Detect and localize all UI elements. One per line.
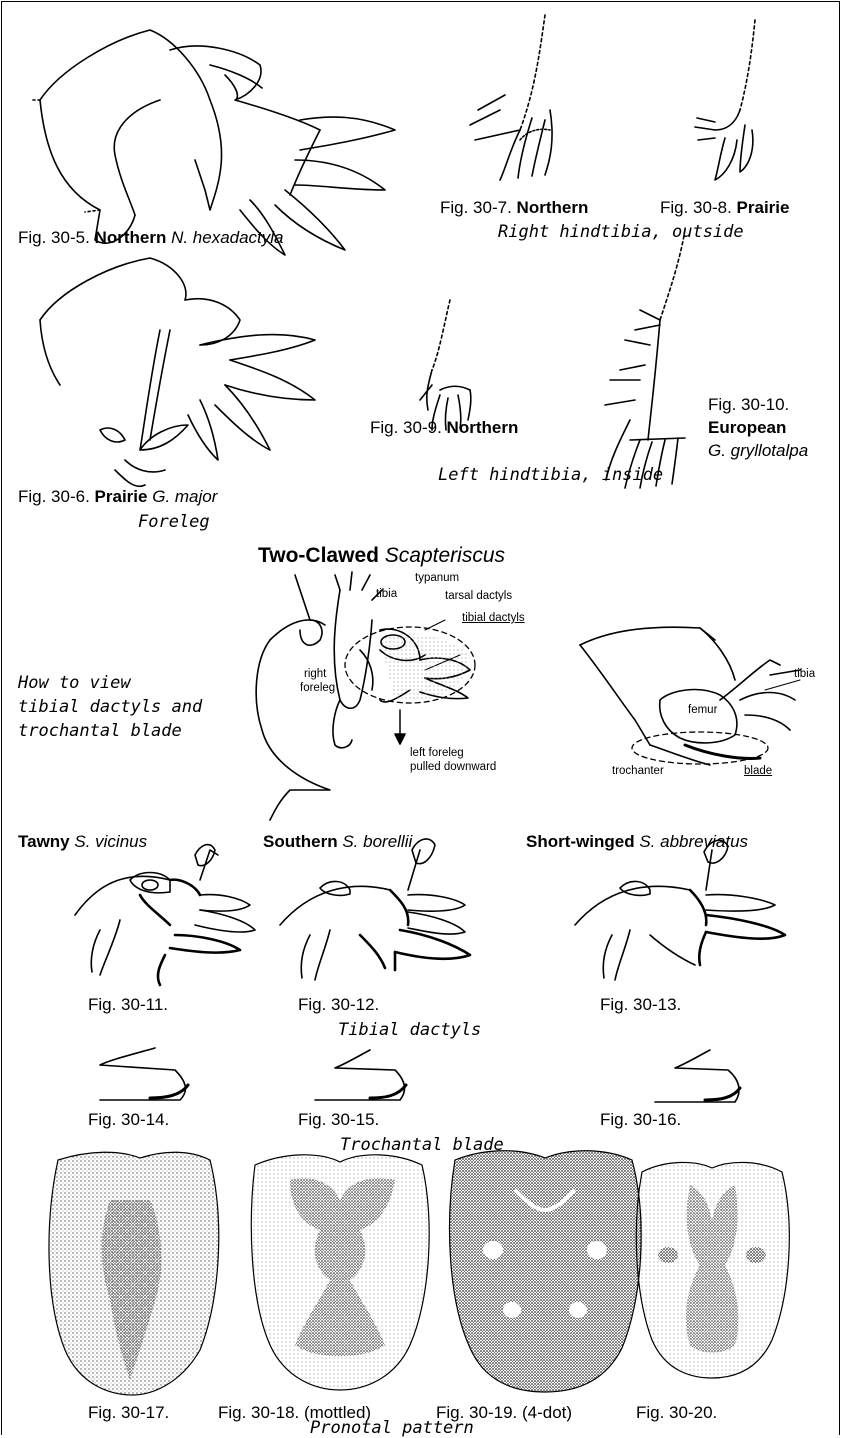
fig-30-7-caption: Fig. 30-7. Northern: [440, 198, 588, 218]
fig-30-13-drawing: [575, 840, 785, 980]
label-left-foreleg-1: left foreleg: [410, 747, 464, 760]
fig-30-12-number: Fig. 30-12.: [298, 995, 379, 1015]
species-common-name: Short-winged: [526, 832, 635, 851]
label-trochanter: trochanter: [612, 765, 664, 778]
fig-30-9-drawing: [420, 300, 471, 430]
fig-30-6-drawing: [40, 258, 315, 486]
heading-genus: Scapteriscus: [385, 544, 505, 567]
label-right-foreleg-2: foreleg: [300, 682, 335, 695]
fig-30-19-drawing: [450, 1151, 642, 1392]
fig-30-10-number: Fig. 30-10.: [708, 395, 789, 415]
fig-30-5-drawing: [30, 30, 395, 255]
how-to-view-line-2: tibial dactyls and: [18, 697, 202, 717]
fig-30-16-number: Fig. 30-16.: [600, 1110, 681, 1130]
label-blade: blade: [744, 765, 772, 778]
how-to-view-line-1: How to view: [18, 673, 131, 693]
fig-30-6-group-caption: Foreleg: [138, 512, 210, 532]
fig-30-6-caption: Fig. 30-6. Prairie G. major: [18, 487, 217, 507]
label-femur: femur: [688, 704, 717, 717]
species-scientific-name: N. hexadactyla: [171, 228, 283, 247]
how-to-view-right-drawing: [580, 627, 800, 765]
fig-30-8-caption: Fig. 30-8. Prairie: [660, 198, 789, 218]
fig-30-7-8-group-caption: Right hindtibia, outside: [498, 222, 744, 242]
fig-number: Fig. 30-8.: [660, 198, 732, 217]
fig-30-20-drawing: [636, 1162, 789, 1378]
species-southern: Southern S. borellii: [263, 832, 412, 852]
label-typanum: typanum: [415, 572, 459, 585]
fig-30-12-drawing: [280, 839, 470, 980]
label-tibial-dactyls: tibial dactyls: [462, 612, 525, 625]
fig-30-11-number: Fig. 30-11.: [88, 995, 168, 1015]
species-common-name: Northern: [517, 198, 589, 217]
label-tibia-right: tibia: [794, 668, 815, 681]
pronotal-pattern-caption: Pronotal pattern: [310, 1420, 474, 1436]
heading-bold: Two-Clawed: [258, 544, 379, 567]
fig-30-15-drawing: [315, 1050, 406, 1100]
fig-30-10-common-name: European: [708, 418, 786, 438]
species-common-name: Prairie: [737, 198, 790, 217]
fig-30-8-drawing: [695, 20, 755, 180]
fig-number: Fig. 30-7.: [440, 198, 512, 217]
fig-30-14-number: Fig. 30-14.: [88, 1110, 169, 1130]
species-scientific-name: S. borellii: [342, 832, 412, 851]
fig-30-10-drawing: [605, 230, 685, 488]
species-common-name: Northern: [95, 228, 167, 247]
species-common-name: Prairie: [95, 487, 148, 506]
section-heading: Two-Clawed Scapteriscus: [258, 546, 505, 566]
label-tibia: tibia: [376, 588, 397, 601]
fig-30-9-caption: Fig. 30-9. Northern: [370, 418, 518, 438]
label-tarsal-dactyls: tarsal dactyls: [445, 590, 512, 603]
fig-30-14-drawing: [100, 1048, 188, 1100]
species-scientific-name: G. major: [152, 487, 217, 506]
fig-number: Fig. 30-6.: [18, 487, 90, 506]
species-common-name: Northern: [447, 418, 519, 437]
species-scientific-name: S. vicinus: [74, 832, 147, 851]
fig-30-7-drawing: [470, 15, 552, 180]
trochantal-blade-caption: Trochantal blade: [340, 1135, 504, 1155]
how-to-view-line-3: trochantal blade: [18, 721, 182, 741]
fig-30-20-number: Fig. 30-20.: [636, 1403, 717, 1423]
fig-30-15-number: Fig. 30-15.: [298, 1110, 379, 1130]
species-tawny: Tawny S. vicinus: [18, 832, 147, 852]
fig-30-16-drawing: [655, 1050, 740, 1102]
species-common-name: Southern: [263, 832, 338, 851]
fig-30-17-drawing: [49, 1152, 219, 1395]
fig-number: Fig. 30-5.: [18, 228, 90, 247]
fig-30-13-number: Fig. 30-13.: [600, 995, 681, 1015]
fig-number: Fig. 30-9.: [370, 418, 442, 437]
fig-30-10-scientific-name: G. gryllotalpa: [708, 441, 808, 461]
label-right-foreleg-1: right: [304, 668, 326, 681]
tibial-dactyls-caption: Tibial dactyls: [338, 1020, 481, 1040]
fig-30-18-drawing: [251, 1155, 429, 1390]
fig-30-17-number: Fig. 30-17.: [88, 1403, 169, 1423]
species-scientific-name: S. abbreviatus: [639, 832, 748, 851]
species-short-winged: Short-winged S. abbreviatus: [526, 832, 748, 852]
fig-30-11-drawing: [75, 845, 255, 985]
fig-30-5-caption: Fig. 30-5. Northern N. hexadactyla: [18, 228, 284, 248]
species-common-name: Tawny: [18, 832, 70, 851]
label-left-foreleg-2: pulled downward: [410, 761, 496, 774]
fig-30-9-10-group-caption: Left hindtibia, inside: [438, 465, 663, 485]
how-to-view-left-drawing: [256, 572, 475, 820]
